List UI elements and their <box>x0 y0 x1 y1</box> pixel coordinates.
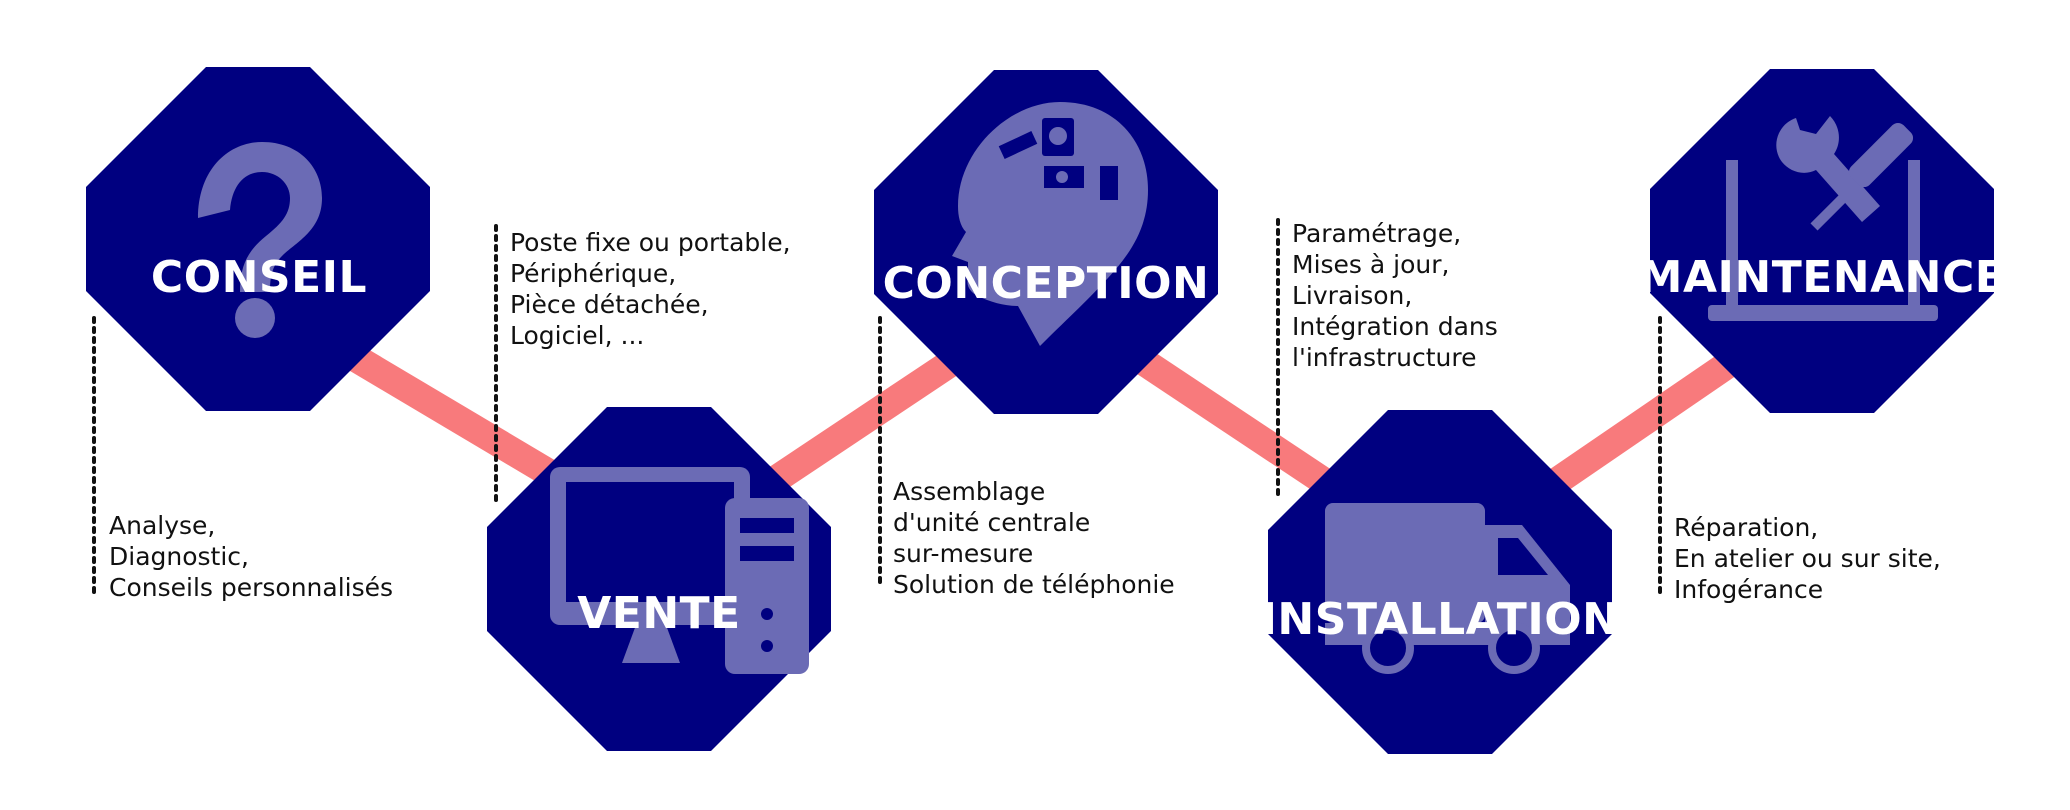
description-line: Intégration dans <box>1292 312 1498 341</box>
description-line: Logiciel, ... <box>510 321 645 350</box>
step-maintenance: MAINTENANCE <box>1639 69 2006 413</box>
step-conception: CONCEPTION <box>874 70 1218 414</box>
description-line: Mises à jour, <box>1292 250 1450 279</box>
desktop-computer-icon <box>550 467 809 674</box>
description-line: Infogérance <box>1674 575 1824 604</box>
step-conseil: CONSEIL <box>86 67 430 411</box>
brain-head-icon <box>952 102 1148 346</box>
step-title-conception: CONCEPTION <box>883 258 1210 309</box>
description-vente: Poste fixe ou portable, Périphérique, Pi… <box>510 227 791 351</box>
description-line: Solution de téléphonie <box>893 570 1175 599</box>
delivery-truck-icon <box>1325 503 1570 674</box>
description-line: Diagnostic, <box>109 542 249 571</box>
step-installation: INSTALLATION <box>1261 410 1620 754</box>
description-line: Assemblage <box>893 477 1046 506</box>
dotted-guides <box>92 218 1662 596</box>
description-line: Périphérique, <box>510 259 677 288</box>
step-title-maintenance: MAINTENANCE <box>1639 252 2006 303</box>
description-conception: Assemblage d'unité centrale sur-mesure S… <box>893 476 1175 600</box>
description-line: Poste fixe ou portable, <box>510 228 791 257</box>
step-title-installation: INSTALLATION <box>1261 594 1620 645</box>
step-title-conseil: CONSEIL <box>151 252 367 303</box>
description-line: Pièce détachée, <box>510 290 709 319</box>
description-line: d'unité centrale <box>893 508 1091 537</box>
description-conseil: Analyse, Diagnostic, Conseils personnali… <box>109 510 393 603</box>
description-line: l'infrastructure <box>1292 343 1477 372</box>
step-vente: VENTE <box>487 407 831 751</box>
description-line: En atelier ou sur site, <box>1674 544 1941 573</box>
description-installation: Paramétrage, Mises à jour, Livraison, In… <box>1292 218 1498 373</box>
description-line: Paramétrage, <box>1292 219 1462 248</box>
description-line: sur-mesure <box>893 539 1034 568</box>
description-line: Livraison, <box>1292 281 1413 310</box>
question-mark-icon <box>198 142 322 338</box>
screwdriver-icon <box>1810 122 1914 231</box>
description-line: Réparation, <box>1674 513 1819 542</box>
laptop-tools-icon <box>1708 116 1938 321</box>
octagon-maintenance <box>1650 69 1994 413</box>
octagon-conseil <box>86 67 430 411</box>
description-maintenance: Réparation, En atelier ou sur site, Info… <box>1674 512 1941 605</box>
step-title-vente: VENTE <box>577 588 741 639</box>
description-line: Analyse, <box>109 511 216 540</box>
description-line: Conseils personnalisés <box>109 573 394 602</box>
wrench-icon <box>1776 116 1880 222</box>
